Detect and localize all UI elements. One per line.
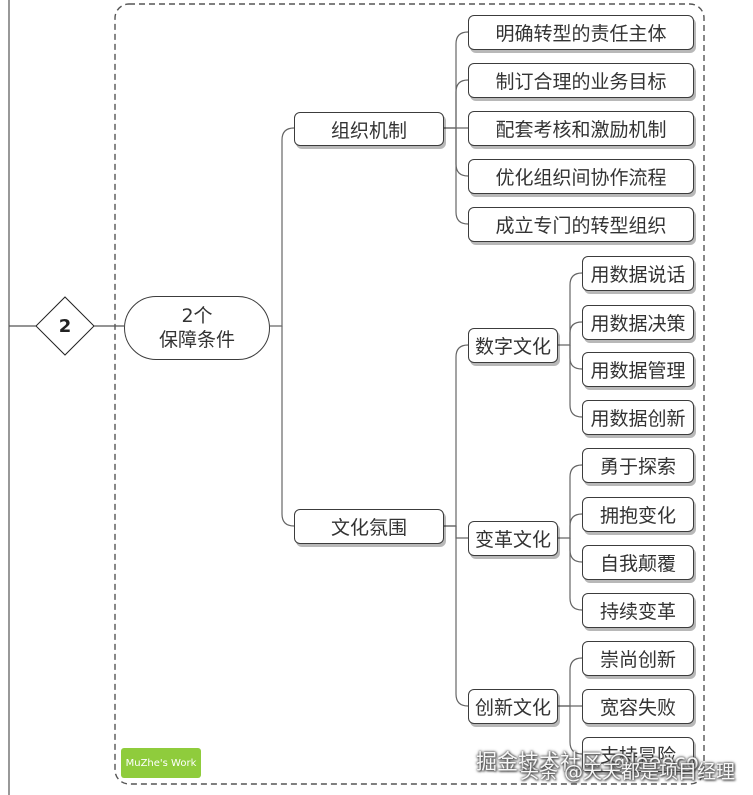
leaf-change-4[interactable]: 持续变革 (582, 593, 694, 628)
link-dig-4 (569, 345, 583, 418)
leaf-change-2[interactable]: 拥抱变化 (582, 497, 694, 532)
link-root-culture (281, 326, 295, 527)
leaf-org-5[interactable]: 成立专门的转型组织 (468, 207, 694, 242)
leaf-org-4[interactable]: 优化组织间协作流程 (468, 159, 694, 194)
leaf-innovation-2[interactable]: 宽容失败 (582, 689, 694, 724)
watermark-juejin: 掘金技术社区 @leeeco (476, 750, 699, 774)
leaf-change-3[interactable]: 自我颠覆 (582, 545, 694, 580)
link-inn-3 (569, 706, 583, 755)
link-chg-1 (558, 464, 583, 539)
root-node[interactable]: 2个 保障条件 (124, 296, 270, 360)
subbranch-innovation-culture[interactable]: 创新文化 (468, 689, 558, 724)
leaf-change-1[interactable]: 勇于探索 (582, 448, 694, 483)
link-org-l4 (455, 128, 469, 177)
link-culture-innov (455, 526, 469, 707)
root-line1: 2个 (181, 305, 213, 327)
link-dig-2 (569, 321, 583, 345)
leaf-digital-1[interactable]: 用数据说话 (582, 256, 694, 291)
leaf-org-3[interactable]: 配套考核和激励机制 (468, 111, 694, 146)
leaf-digital-2[interactable]: 用数据决策 (582, 305, 694, 340)
link-chg-4 (569, 538, 583, 611)
branch-culture[interactable]: 文化氛围 (294, 509, 444, 544)
leaf-innovation-1[interactable]: 崇尚创新 (582, 641, 694, 676)
link-dig-3 (569, 345, 583, 370)
branch-org-mechanism[interactable]: 组织机制 (294, 112, 444, 146)
link-org-l2 (455, 79, 469, 128)
subbranch-change-culture[interactable]: 变革文化 (468, 521, 558, 556)
link-chg-2 (569, 513, 583, 538)
link-inn-1 (558, 657, 583, 707)
leaf-org-2[interactable]: 制订合理的业务目标 (468, 63, 694, 98)
leaf-digital-3[interactable]: 用数据管理 (582, 352, 694, 387)
link-dig-1 (558, 272, 583, 346)
root-line2: 保障条件 (158, 329, 235, 351)
link-chg-3 (569, 538, 583, 563)
watermark-toutiao: 头条 @天天都是项目经理 (520, 761, 736, 783)
link-org-l5 (455, 128, 469, 225)
dashed-frame (114, 3, 705, 785)
leaf-innovation-3[interactable]: 支持冒险 (582, 737, 694, 772)
number-badge-label: 2 (58, 315, 72, 337)
link-org-l1 (444, 31, 469, 129)
link-culture-digital (444, 344, 469, 527)
credit-badge: MuZhe's Work (121, 748, 201, 778)
leaf-digital-4[interactable]: 用数据创新 (582, 400, 694, 435)
leaf-org-1[interactable]: 明确转型的责任主体 (468, 15, 694, 50)
link-root-org (270, 127, 295, 327)
subbranch-digital-culture[interactable]: 数字文化 (468, 328, 558, 363)
